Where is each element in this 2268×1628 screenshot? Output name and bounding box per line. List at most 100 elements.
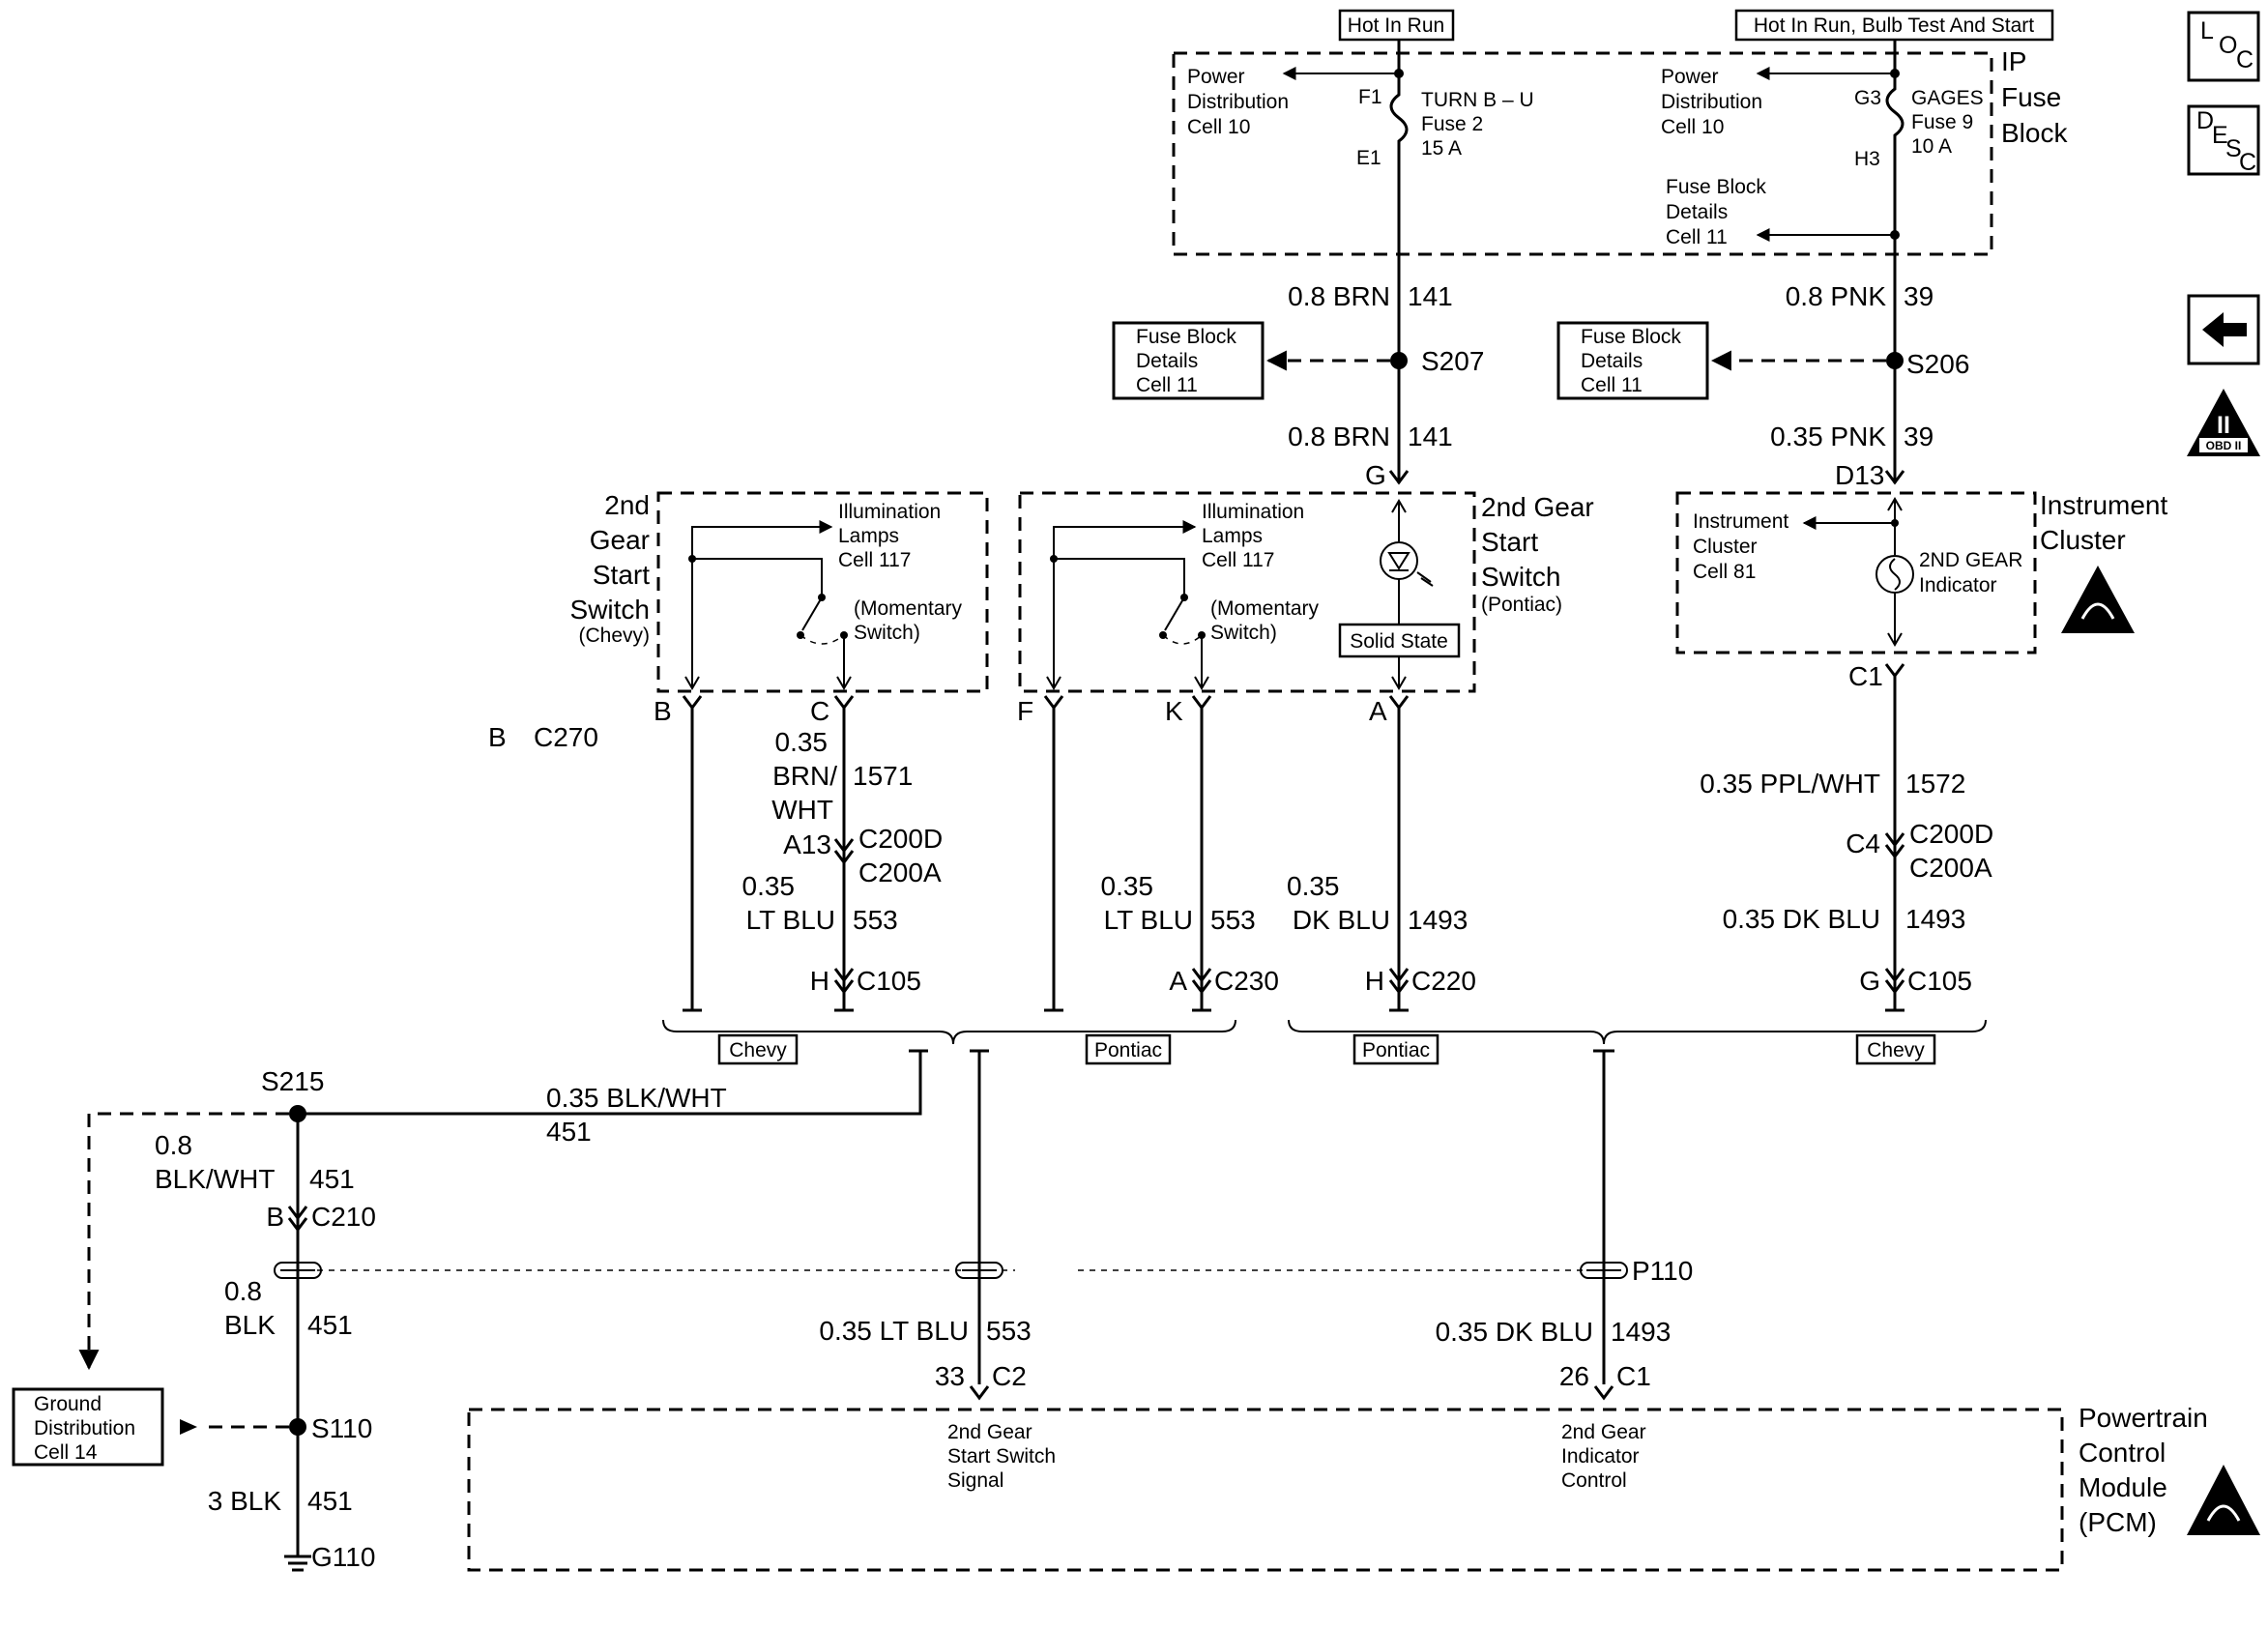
svg-text:39: 39 — [1904, 422, 1934, 451]
svg-text:Distribution: Distribution — [34, 1417, 135, 1439]
svg-text:GAGES: GAGES — [1911, 87, 1984, 109]
svg-text:C1: C1 — [1616, 1361, 1651, 1391]
obd-ii-icon[interactable]: II OBD II — [2187, 389, 2260, 456]
svg-text:H: H — [810, 966, 829, 996]
svg-text:DK BLU: DK BLU — [1293, 905, 1390, 935]
svg-text:Indicator: Indicator — [1561, 1445, 1640, 1468]
wire-label-ppl-wht-1572: 0.35 PPL/WHT 1572 — [1700, 769, 1965, 799]
svg-text:Cluster: Cluster — [2040, 525, 2126, 555]
svg-text:1572: 1572 — [1905, 769, 1965, 799]
svg-text:IP: IP — [2001, 46, 2026, 76]
wire-label-lt-blu-553-pontiac: 0.35 LT BLU 553 — [1101, 871, 1256, 935]
svg-text:(PCM): (PCM) — [2079, 1507, 2157, 1537]
svg-text:2nd: 2nd — [604, 490, 650, 520]
hot-in-run-label: Hot In Run — [1338, 9, 1455, 42]
svg-text:A13: A13 — [783, 829, 831, 859]
svg-text:1493: 1493 — [1905, 904, 1965, 934]
svg-text:L: L — [2200, 17, 2214, 44]
svg-text:II: II — [2217, 412, 2230, 439]
svg-text:C105: C105 — [857, 966, 921, 996]
svg-text:S206: S206 — [1906, 349, 1969, 379]
svg-text:Start: Start — [593, 560, 650, 590]
svg-text:D: D — [2196, 107, 2214, 134]
svg-text:A: A — [1369, 696, 1387, 726]
fuse-2-label: TURN B – U Fuse 2 15 A — [1421, 89, 1534, 160]
splice-s207 — [1390, 352, 1408, 369]
svg-text:C200D: C200D — [858, 824, 943, 854]
pcm-start-switch-signal-label: 2nd Gear Start Switch Signal — [947, 1421, 1056, 1492]
pcm-indicator-control-label: 2nd Gear Indicator Control — [1561, 1421, 1646, 1492]
svg-text:0.35: 0.35 — [1101, 871, 1154, 901]
svg-text:D13: D13 — [1835, 460, 1884, 490]
loc-icon[interactable]: L O C — [2187, 11, 2260, 82]
desc-icon[interactable]: D E S C — [2187, 104, 2260, 176]
svg-text:0.35: 0.35 — [775, 727, 829, 757]
svg-text:Fuse Block: Fuse Block — [1136, 326, 1236, 348]
svg-text:BRN/: BRN/ — [772, 761, 837, 791]
svg-text:451: 451 — [307, 1486, 353, 1516]
svg-text:3 BLK: 3 BLK — [208, 1486, 282, 1516]
svg-text:553: 553 — [853, 905, 898, 935]
svg-text:Details: Details — [1581, 350, 1643, 372]
svg-text:C: C — [810, 696, 829, 726]
left-power-distribution-ref: Power Distribution Cell 10 — [1187, 66, 1289, 138]
pontiac-illumination-ref: Illumination Lamps Cell 117 — [1202, 501, 1304, 571]
svg-text:C220: C220 — [1411, 966, 1476, 996]
svg-text:Start: Start — [1481, 527, 1538, 557]
chevy-illumination-ref: Illumination Lamps Cell 117 — [838, 501, 941, 571]
svg-text:G110: G110 — [311, 1542, 375, 1572]
fuse-block-details-ref: Fuse Block Details Cell 11 — [1666, 176, 1766, 248]
svg-text:553: 553 — [1210, 905, 1256, 935]
chevy-momentary-switch-label: (Momentary Switch) — [854, 597, 963, 644]
svg-text:WHT: WHT — [771, 795, 833, 825]
instrument-cluster-title: Instrument Cluster — [2040, 490, 2167, 555]
svg-text:C2: C2 — [992, 1361, 1027, 1391]
instrument-cluster-outline — [1675, 491, 2037, 654]
shield-clamp-left — [274, 1262, 322, 1279]
svg-text:C270: C270 — [534, 722, 598, 752]
svg-text:0.8 BRN: 0.8 BRN — [1288, 281, 1390, 311]
svg-text:Distribution: Distribution — [1661, 91, 1762, 113]
svg-text:Indicator: Indicator — [1919, 574, 1997, 596]
svg-text:451: 451 — [546, 1117, 592, 1147]
svg-text:F: F — [1017, 696, 1033, 726]
hot-in-run-bulb-label: Hot In Run, Bulb Test And Start — [1734, 9, 2054, 42]
chevy-switch-outline — [656, 491, 989, 693]
svg-text:141: 141 — [1408, 422, 1453, 451]
ground-icon — [284, 1555, 311, 1572]
svg-text:(Chevy): (Chevy) — [578, 625, 650, 647]
instrument-cluster-ref: Instrument Cluster Cell 81 — [1693, 510, 1788, 583]
esd-warning-icon-pcm — [2187, 1465, 2260, 1535]
svg-text:C210: C210 — [311, 1202, 376, 1232]
svg-text:Cell 11: Cell 11 — [1666, 226, 1728, 248]
wire-label-lt-blu-553-chevy: 0.35 LT BLU 553 — [742, 871, 898, 935]
splice-s206 — [1886, 352, 1904, 369]
svg-text:Signal: Signal — [947, 1469, 1003, 1492]
svg-text:33: 33 — [935, 1361, 965, 1391]
svg-text:Pontiac: Pontiac — [1094, 1039, 1162, 1061]
svg-text:Cell 14: Cell 14 — [34, 1441, 98, 1464]
svg-text:2nd Gear: 2nd Gear — [1561, 1421, 1646, 1443]
svg-text:C105: C105 — [1907, 966, 1972, 996]
svg-text:H3: H3 — [1854, 148, 1880, 170]
svg-text:BLK: BLK — [224, 1310, 276, 1340]
left-brace — [662, 1019, 1236, 1045]
svg-text:Power: Power — [1661, 66, 1719, 88]
back-arrow-icon[interactable] — [2187, 294, 2260, 365]
svg-text:Illumination: Illumination — [1202, 501, 1304, 523]
fuse-2-element — [1389, 68, 1409, 483]
chevy-switch-title: 2nd Gear Start Switch (Chevy) — [570, 490, 651, 647]
svg-text:0.8: 0.8 — [224, 1276, 262, 1306]
svg-text:Control: Control — [2079, 1438, 2166, 1468]
fuse-9-element — [1885, 68, 1905, 483]
brand-tag-chevy-right: Chevy — [1855, 1033, 1936, 1065]
splice-s110 — [289, 1418, 306, 1436]
svg-text:0.35: 0.35 — [1287, 871, 1340, 901]
right-brace — [1288, 1019, 1987, 1045]
svg-text:Cluster: Cluster — [1693, 536, 1758, 558]
pontiac-switch-outline — [1018, 491, 1476, 693]
svg-text:B: B — [488, 722, 507, 752]
ip-fuse-block-title: IP Fuse Block — [2001, 46, 2068, 148]
svg-text:B: B — [654, 696, 672, 726]
svg-text:Fuse Block: Fuse Block — [1581, 326, 1681, 348]
